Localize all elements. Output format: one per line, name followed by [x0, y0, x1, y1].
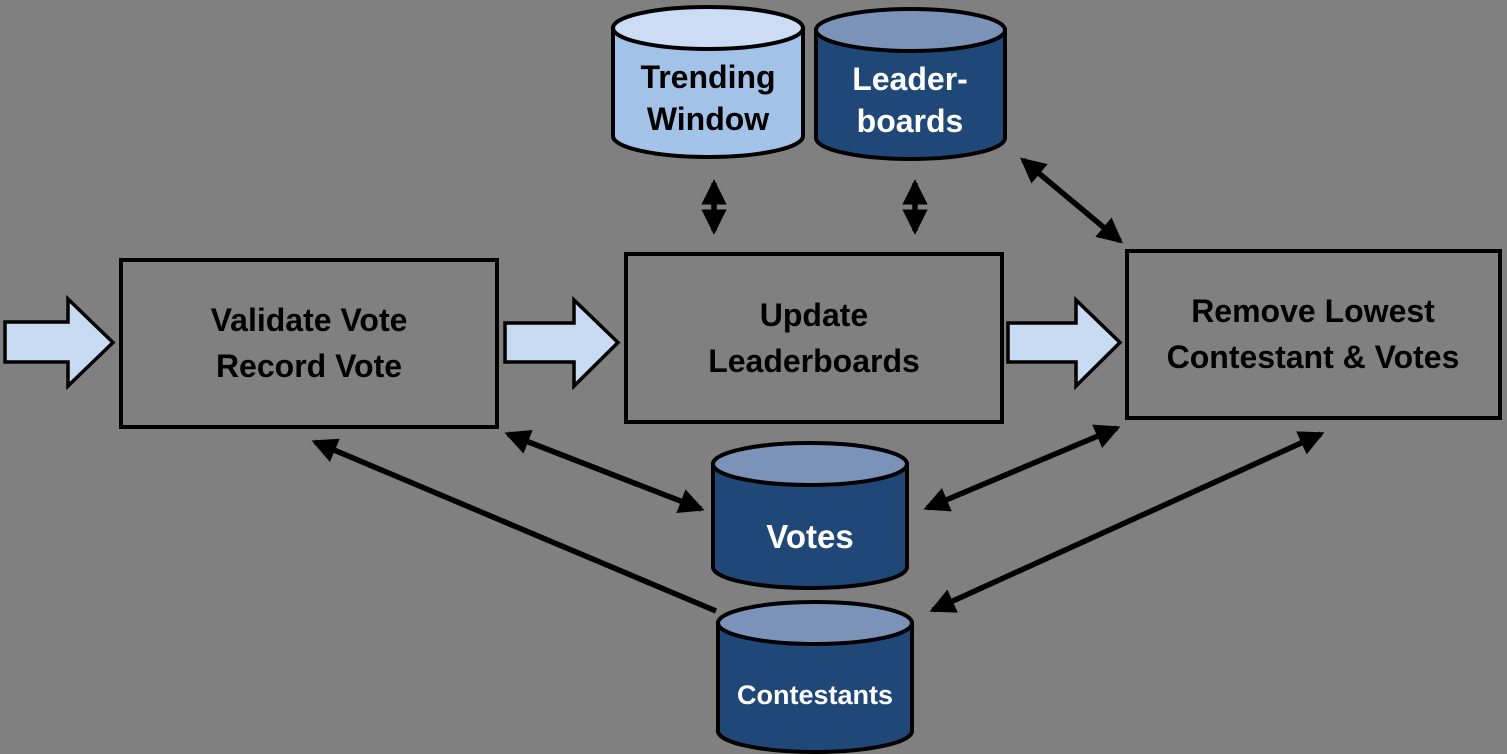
- flow-arrow-validate-to-update: [503, 295, 621, 391]
- edge-validate-votes: [504, 429, 705, 514]
- edge-contestants-validate: [311, 438, 718, 614]
- datastore-leaderboards: Leader- boards: [814, 7, 1007, 161]
- datastore-contestants: Contestants: [716, 600, 914, 754]
- datastore-trending-window: Trending Window: [611, 5, 805, 159]
- contestants-cylinder-top: [716, 600, 914, 646]
- leaderboards-label-line1: Leader-: [852, 61, 968, 97]
- process-remove-label-line2: Contestant & Votes: [1167, 339, 1460, 375]
- process-validate-record-vote: Validate Vote Record Vote: [119, 258, 499, 429]
- leaderboards-cylinder-body: [814, 28, 1007, 161]
- trending-window-label-line2: Window: [647, 101, 769, 137]
- process-validate-label-line1: Validate Vote: [211, 302, 408, 338]
- flow-arrow-update-to-remove: [1006, 295, 1123, 391]
- process-update-label-line1: Update: [760, 297, 868, 333]
- contestants-label: Contestants: [737, 680, 893, 710]
- process-remove-lowest-box: [1125, 249, 1502, 420]
- process-update-leaderboards: Update Leaderboards: [624, 252, 1004, 424]
- edge-leaderboards-remove: [1020, 157, 1123, 244]
- process-remove-lowest: Remove Lowest Contestant & Votes: [1125, 249, 1502, 420]
- votes-label: Votes: [766, 518, 853, 555]
- votes-cylinder-body: [711, 462, 909, 590]
- input-flow-arrow: [3, 294, 116, 391]
- leaderboards-cylinder-top: [814, 7, 1007, 53]
- leaderboards-label-line2: boards: [857, 103, 964, 139]
- votes-cylinder-top: [711, 441, 909, 487]
- process-update-label-line2: Leaderboards: [708, 343, 920, 379]
- datastore-votes: Votes: [711, 441, 909, 590]
- edge-votes-remove: [923, 424, 1121, 512]
- trending-window-label-line1: Trending: [640, 59, 775, 95]
- trending-window-cylinder-top: [611, 5, 805, 51]
- contestants-cylinder-body: [716, 621, 914, 754]
- process-validate-label-line2: Record Vote: [216, 348, 402, 384]
- edge-contestants-remove: [929, 431, 1325, 613]
- process-update-leaderboards-box: [624, 252, 1004, 424]
- process-remove-label-line1: Remove Lowest: [1191, 293, 1435, 329]
- trending-window-cylinder-body: [611, 26, 805, 159]
- process-validate-record-vote-box: [119, 258, 499, 429]
